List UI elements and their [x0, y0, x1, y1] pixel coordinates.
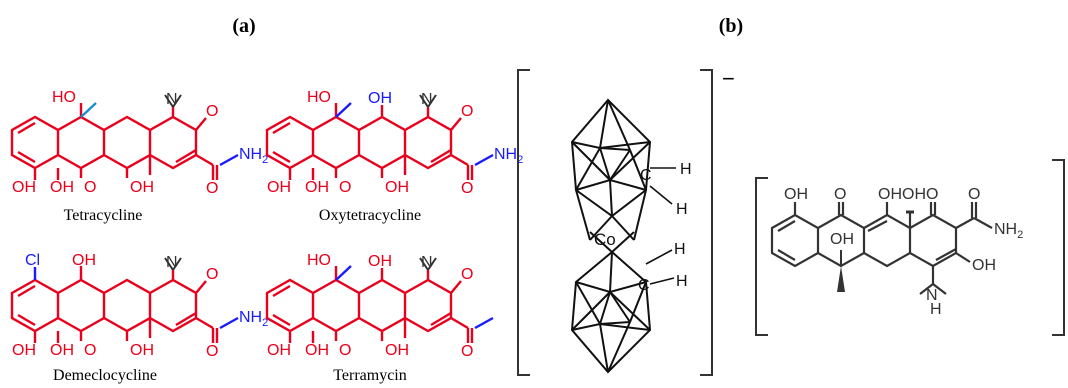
atom-label: O — [206, 103, 218, 120]
atom-label: NH2 — [239, 309, 268, 329]
methyl-bond — [80, 102, 97, 118]
panel-label-a: (a) — [232, 15, 255, 37]
atom-label: NH2 — [239, 146, 268, 166]
molecule-tetracycline: HO OH OH O OH O O N NH2 Tetracycline — [10, 89, 268, 224]
atom-label: OH — [368, 90, 392, 107]
atom-label: OH — [385, 342, 409, 359]
atom-label: H — [674, 241, 686, 258]
atom-label: OH — [50, 342, 74, 359]
n-methyl-bond — [164, 94, 174, 108]
atom-label: NH2 — [494, 146, 523, 166]
lower-ch-bonds — [645, 249, 675, 285]
tetracycline-skeleton — [10, 103, 219, 180]
atom-label: N — [926, 287, 938, 304]
atom-label: N — [166, 91, 178, 108]
atom-label: OH — [267, 179, 291, 196]
molecule-name: Tetracycline — [64, 207, 143, 224]
molecule-oxytetracycline: HO OH OH O OH O O OH N NH2 Oxytetracycli… — [265, 89, 523, 224]
atom-label: O — [461, 343, 473, 360]
upper-cage — [570, 98, 652, 241]
atom-label: C — [638, 277, 650, 294]
atom-label: O — [206, 266, 218, 283]
atom-label: O — [206, 180, 218, 197]
left-bracket — [517, 69, 530, 376]
n-methyl-bond — [172, 94, 182, 108]
atom-label: OH — [305, 342, 329, 359]
cobalt-atom-label: Co — [594, 230, 616, 249]
atom-label: O — [968, 186, 980, 203]
atom-label: O — [926, 186, 938, 203]
right-bracket — [1052, 159, 1065, 336]
lower-cage — [570, 231, 652, 374]
atom-label: OH — [305, 179, 329, 196]
atom-label: O — [834, 186, 846, 203]
molecule-terramycin: HO OH OH OH O OH O O N Terramycin — [265, 252, 494, 384]
molecule-name: Oxytetracycline — [319, 207, 421, 224]
atom-label: N — [421, 91, 433, 108]
methyl-wedge — [837, 266, 845, 292]
atom-label: OH — [385, 179, 409, 196]
upper-ch-bonds — [649, 167, 676, 205]
atom-label: O — [84, 342, 96, 359]
atom-label: C — [640, 167, 652, 184]
tetracycline-ion: OH O OH OH O O OH OH N H NH2 — [755, 159, 1065, 336]
atom-label: OH — [972, 257, 996, 274]
atom-label: HO — [307, 252, 331, 269]
atom-label: H — [676, 273, 688, 290]
atom-label: O — [461, 180, 473, 197]
atom-label: OH — [368, 253, 392, 270]
amide-bond — [219, 153, 239, 167]
atom-label: OH — [72, 252, 96, 269]
atom-label: OH — [50, 179, 74, 196]
left-bracket — [755, 177, 768, 336]
panel-label-b: (b) — [719, 15, 743, 37]
atom-label: O — [461, 103, 473, 120]
atom-label: OH — [830, 231, 854, 248]
atom-label: O — [461, 266, 473, 283]
atom-label: O — [339, 179, 351, 196]
atom-label: OH — [902, 186, 926, 203]
atom-label: Cl — [25, 252, 40, 269]
atom-label: N — [421, 254, 433, 271]
tetracycline-ion-skeleton — [770, 202, 993, 295]
atom-label: H — [676, 201, 688, 218]
molecule-demeclocycline: OH OH OH O OH O O Cl N NH2 Demeclocyclin… — [10, 252, 268, 384]
atom-label: OH — [130, 342, 154, 359]
atom-label: OH — [12, 342, 36, 359]
right-bracket — [700, 69, 713, 376]
atom-label: HO — [307, 89, 331, 106]
atom-label: OH — [12, 179, 36, 196]
cobalt-bis-dicarbollide: − C H H — [517, 66, 735, 376]
atom-label: H — [930, 301, 942, 318]
charge-label: − — [722, 66, 735, 91]
atom-label: H — [680, 161, 692, 178]
molecule-name: Demeclocycline — [53, 367, 157, 384]
atom-label: OH — [267, 342, 291, 359]
atom-label: O — [206, 343, 218, 360]
atom-label: OH — [130, 179, 154, 196]
atom-label: O — [339, 342, 351, 359]
atom-label: OH — [784, 186, 808, 203]
atom-label: O — [84, 179, 96, 196]
atom-label: HO — [52, 89, 76, 106]
atom-label: N — [166, 254, 178, 271]
molecule-name: Terramycin — [333, 367, 407, 384]
atom-label: OH — [878, 186, 902, 203]
atom-label: NH2 — [994, 221, 1023, 241]
